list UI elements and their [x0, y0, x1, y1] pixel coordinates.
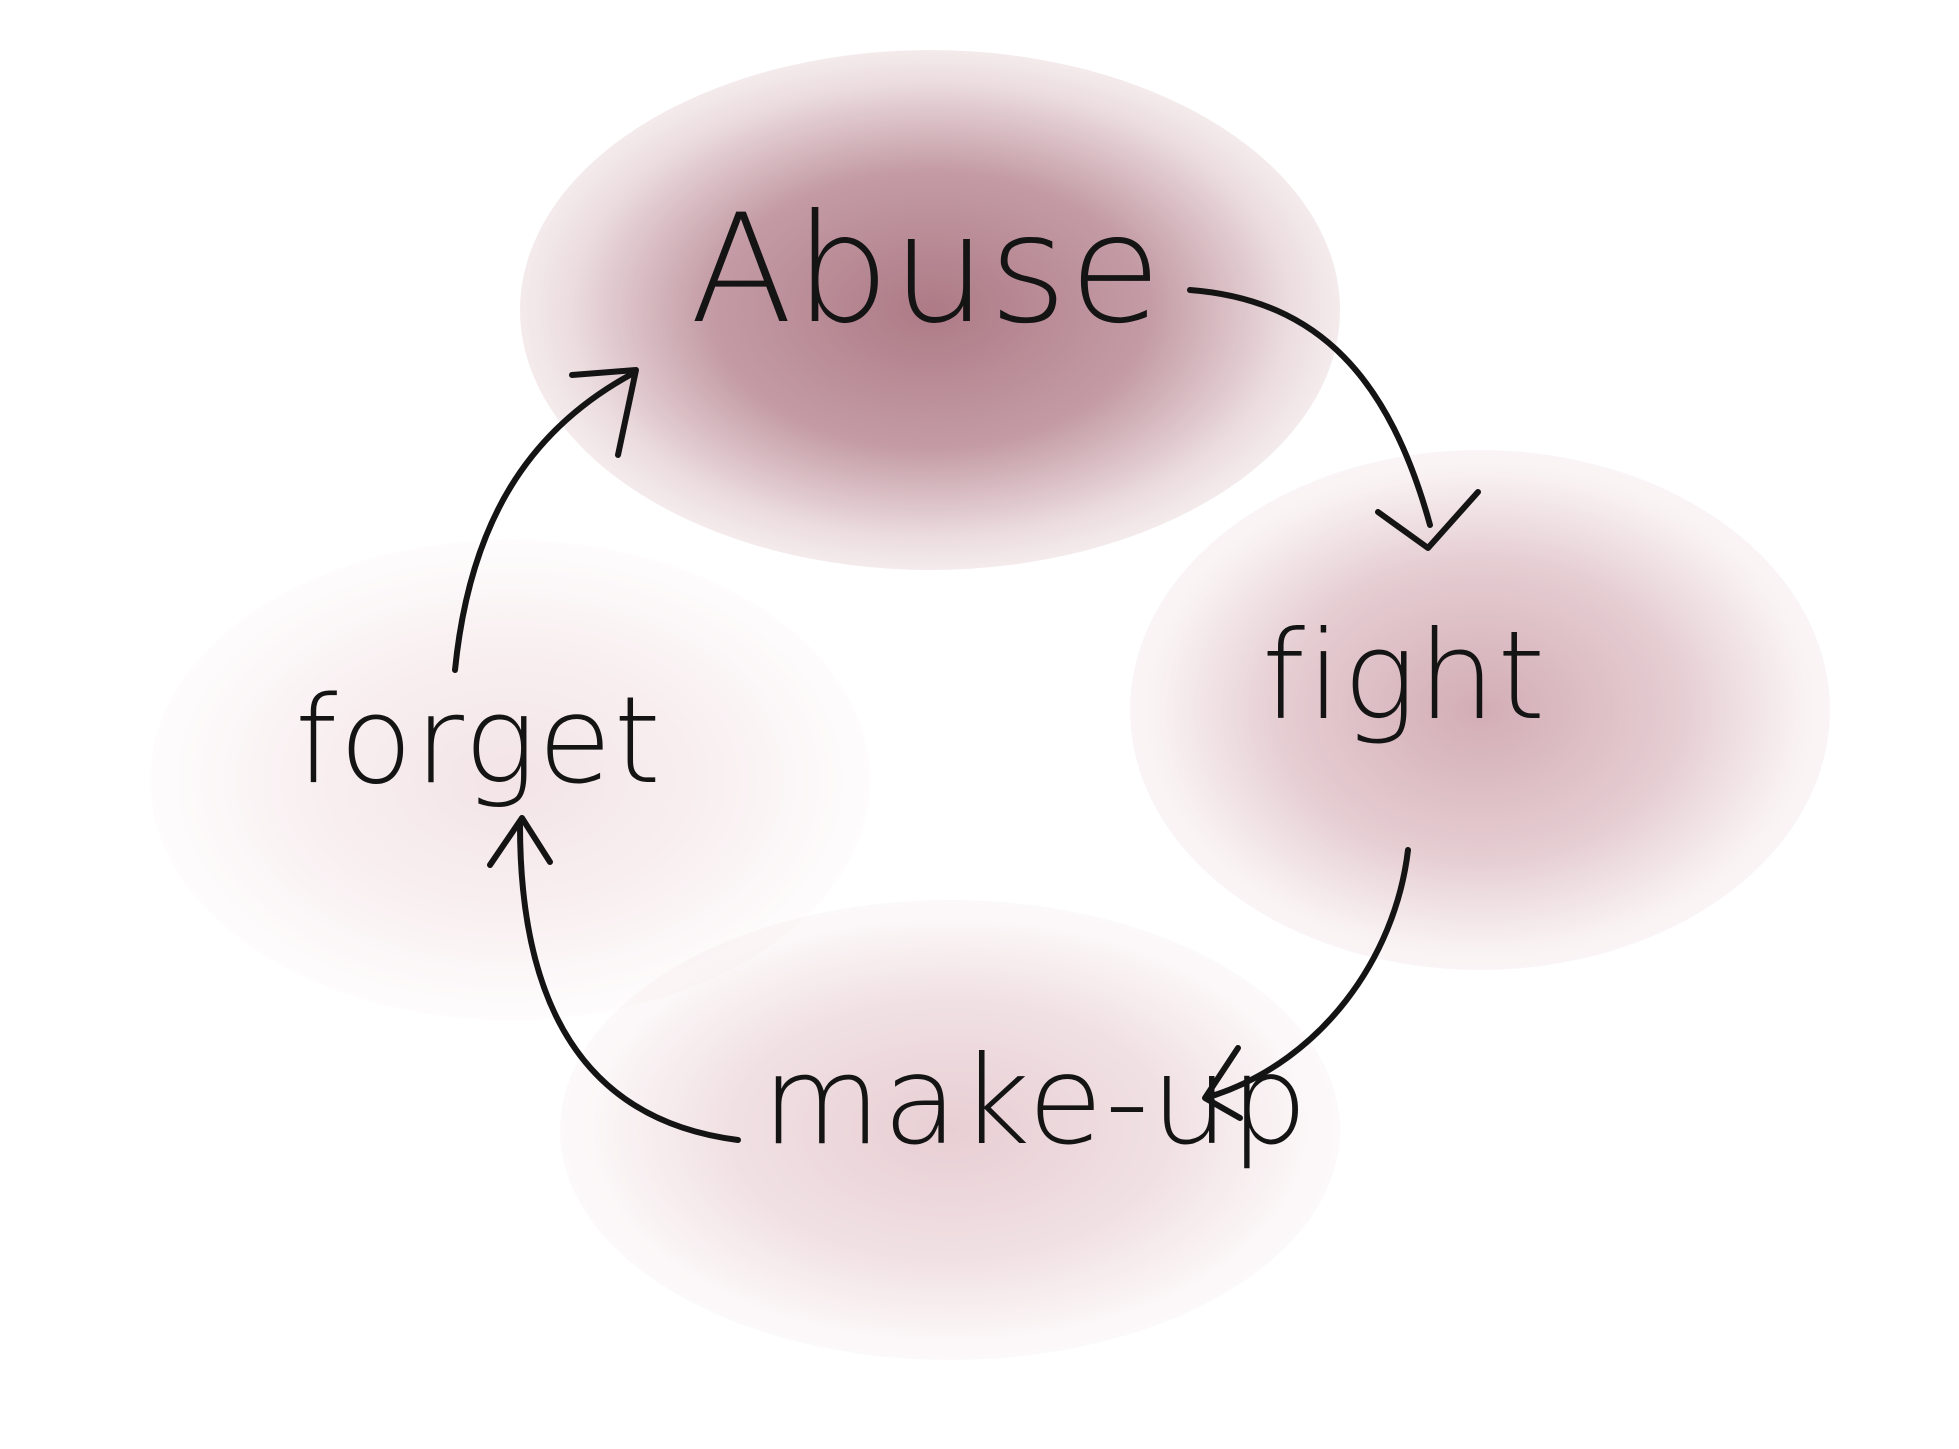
stage-label-forget: forget: [295, 672, 663, 811]
stage-label-fight: fight: [1262, 605, 1548, 747]
stage-label-abuse: Abuse: [690, 183, 1164, 357]
arrowhead-abuse-to-fight: [1375, 489, 1481, 551]
arrow-makeup-to-forget: [517, 822, 741, 1143]
arrowhead-forget-to-abuse: [569, 367, 639, 458]
arrow-abuse-to-fight: [1187, 287, 1433, 528]
arrow-forget-to-abuse: [452, 372, 633, 673]
stage-label-makeup: make-up: [762, 1030, 1310, 1172]
arrowhead-makeup-to-forget: [487, 815, 553, 868]
